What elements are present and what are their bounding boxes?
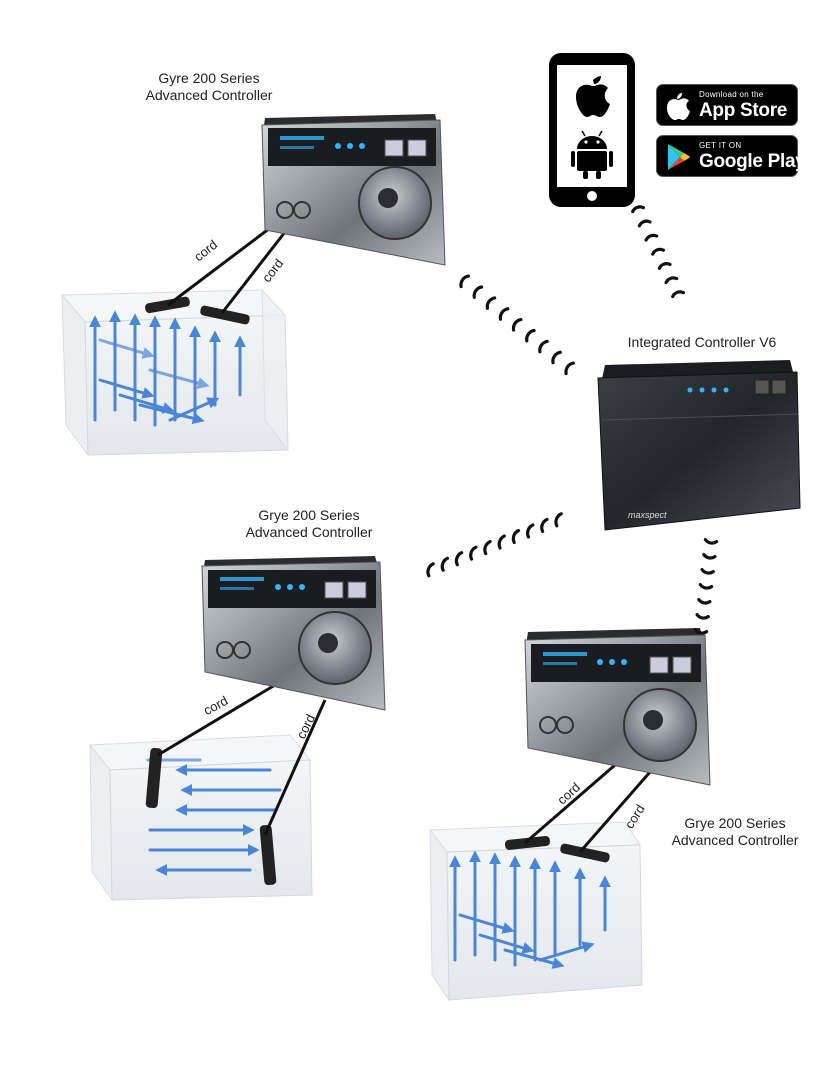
wave-arc [551, 350, 562, 365]
android-icon [571, 130, 613, 179]
wave-arc [538, 339, 549, 354]
gyre-pump [504, 836, 610, 863]
left-controller-label: Grye 200 Series Advanced Controller [224, 507, 394, 541]
wave-arc [564, 361, 575, 376]
flow-arrows-vertical [89, 310, 246, 427]
flow-arrows-vertical [449, 850, 611, 969]
wave-arc [426, 562, 435, 578]
label-line: Gyre 200 Series [158, 70, 260, 86]
apple-icon [576, 76, 610, 117]
wave-arc [554, 512, 563, 528]
wave-arc [697, 598, 712, 605]
wave-arc [469, 545, 478, 561]
top-controller-label: Gyre 200 Series Advanced Controller [124, 70, 294, 104]
wave-arc [637, 219, 652, 228]
wave-arc [664, 276, 679, 285]
wave-arc [700, 568, 715, 575]
wave-arc [698, 583, 714, 590]
label-line: Grye 200 Series [258, 507, 360, 523]
gyre-controller-top [261, 114, 446, 266]
wave-arc [671, 290, 685, 299]
wave-arc [454, 551, 464, 567]
wave-arc [498, 307, 510, 321]
aquarium-tank-2 [88, 734, 313, 902]
gyre-controller-right [524, 628, 711, 786]
wave-arc [526, 523, 535, 539]
right-controller-label: Grye 200 Series Advanced Controller [650, 815, 820, 849]
wave-arc [693, 628, 709, 635]
badge-big-text: App Store [699, 100, 788, 121]
gyre-pump [145, 747, 277, 886]
label-line: Advanced Controller [245, 524, 373, 540]
controller-logo: maxspect [628, 510, 667, 520]
google-play-badge[interactable]: GET IT ON Google Play [656, 135, 806, 177]
wave-arc [525, 328, 536, 343]
label-line: Advanced Controller [145, 87, 273, 103]
label-line: Grye 200 Series [684, 815, 786, 831]
cords [157, 226, 652, 853]
label-line: Advanced Controller [671, 832, 799, 848]
wave-arc [483, 540, 492, 556]
label-line: Integrated Controller V6 [627, 334, 777, 350]
gyre-pump [145, 296, 250, 325]
aquarium-tank-1 [60, 288, 289, 457]
wave-arc [440, 556, 449, 572]
flow-arrows-horizontal [145, 754, 282, 876]
integrated-controller-label: Integrated Controller V6 [602, 334, 802, 351]
wave-arc [511, 318, 523, 332]
wave-arc [472, 285, 484, 299]
badge-small-text: Download on the [699, 90, 764, 99]
wave-arc [702, 553, 717, 560]
gyre-controller-left [201, 556, 386, 711]
apple-icon [667, 93, 690, 120]
wave-arc [695, 613, 710, 620]
app-store-badge[interactable]: Download on the App Store [656, 84, 798, 126]
wave-arc [511, 528, 521, 545]
wireless-signal-waves [426, 205, 719, 635]
wave-arc [497, 534, 506, 550]
phone-icon [549, 53, 635, 207]
wave-arc [540, 517, 549, 533]
integrated-controller: maxspect [597, 360, 801, 531]
badge-small-text: GET IT ON [699, 141, 742, 150]
wave-arc [631, 205, 645, 214]
aquarium-tank-3 [429, 821, 643, 1002]
wave-arc [703, 538, 719, 545]
google-play-icon [668, 144, 690, 170]
wave-arc [485, 296, 497, 310]
wave-arc [459, 274, 470, 289]
badge-big-text: Google Play [699, 151, 806, 172]
wave-arc [644, 233, 659, 242]
wave-arc [651, 247, 665, 256]
wave-arc [657, 262, 672, 270]
